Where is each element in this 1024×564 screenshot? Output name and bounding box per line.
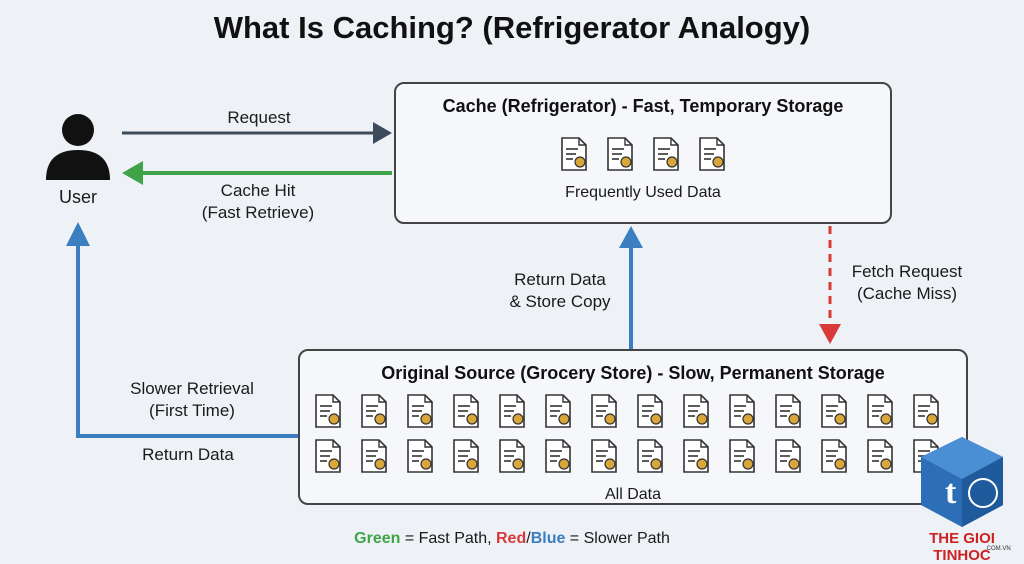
document-icon [590, 439, 636, 478]
cache-miss-label: (Cache Miss) [856, 284, 958, 303]
document-icon [314, 439, 360, 478]
page-title: What Is Caching? (Refrigerator Analogy) [213, 10, 811, 45]
svg-text:t: t [945, 474, 957, 511]
document-icon [606, 137, 652, 176]
document-icon [774, 439, 820, 478]
document-icon [636, 394, 682, 433]
slower-retrieval-label: Slower Retrieval [130, 379, 254, 398]
request-label: Request [227, 108, 291, 127]
source-documents [300, 394, 966, 478]
legend-green: Green [354, 530, 401, 547]
document-icon [682, 439, 728, 478]
source-title: Original Source (Grocery Store) - Slow, … [381, 363, 885, 383]
document-icon [774, 394, 820, 433]
document-icon [498, 439, 544, 478]
document-icon [360, 439, 406, 478]
document-icon [406, 394, 452, 433]
watermark-sub: .COM.VN [985, 546, 1011, 552]
legend-red: Red [496, 530, 527, 547]
store-copy-label: & Store Copy [509, 292, 611, 311]
return-user-arrow-head [66, 222, 90, 246]
user-label: User [58, 187, 97, 207]
document-icon [728, 394, 774, 433]
legend-slash: / [526, 530, 531, 547]
return-user-arrow [76, 244, 298, 438]
return-data-label: Return Data [514, 270, 606, 289]
fetch-request-arrow-head [819, 324, 841, 344]
legend: Green = Fast Path, Red/Blue = Slower Pat… [0, 530, 1024, 548]
document-icon [360, 394, 406, 433]
document-icon [698, 137, 744, 176]
user-icon [44, 112, 112, 180]
cache-box: Cache (Refrigerator) - Fast, Temporary S… [394, 82, 892, 224]
document-icon [866, 439, 912, 478]
legend-fast: = Fast Path, [400, 530, 496, 547]
return-data-user-label: Return Data [142, 445, 234, 464]
source-box: Original Source (Grocery Store) - Slow, … [298, 349, 968, 505]
cache-documents [396, 137, 890, 176]
cache-hit-label: Cache Hit [220, 181, 296, 200]
document-icon [590, 394, 636, 433]
cache-caption: Frequently Used Data [565, 184, 721, 201]
first-time-label: (First Time) [149, 401, 235, 420]
watermark-logo-icon: t [903, 435, 1021, 555]
cache-title: Cache (Refrigerator) - Fast, Temporary S… [442, 96, 844, 116]
document-row [314, 439, 966, 478]
fetch-request-label: Fetch Request [851, 262, 963, 281]
return-store-arrow-head [619, 226, 643, 248]
document-icon [636, 439, 682, 478]
legend-slow: = Slower Path [565, 530, 670, 547]
document-icon [820, 394, 866, 433]
cache-hit-sub-label: (Fast Retrieve) [201, 203, 315, 222]
legend-blue: Blue [530, 530, 566, 547]
document-icon [560, 137, 606, 176]
document-row [314, 394, 966, 433]
document-icon [544, 439, 590, 478]
document-icon [728, 439, 774, 478]
document-icon [452, 394, 498, 433]
source-caption: All Data [604, 486, 662, 503]
request-arrow-head [373, 122, 392, 144]
document-icon [866, 394, 912, 433]
document-icon [452, 439, 498, 478]
document-icon [406, 439, 452, 478]
document-icon [498, 394, 544, 433]
document-icon [820, 439, 866, 478]
document-icon [912, 394, 958, 433]
document-icon [544, 394, 590, 433]
document-icon [682, 394, 728, 433]
document-icon [314, 394, 360, 433]
cache-hit-arrow-head [122, 161, 143, 185]
document-icon [652, 137, 698, 176]
